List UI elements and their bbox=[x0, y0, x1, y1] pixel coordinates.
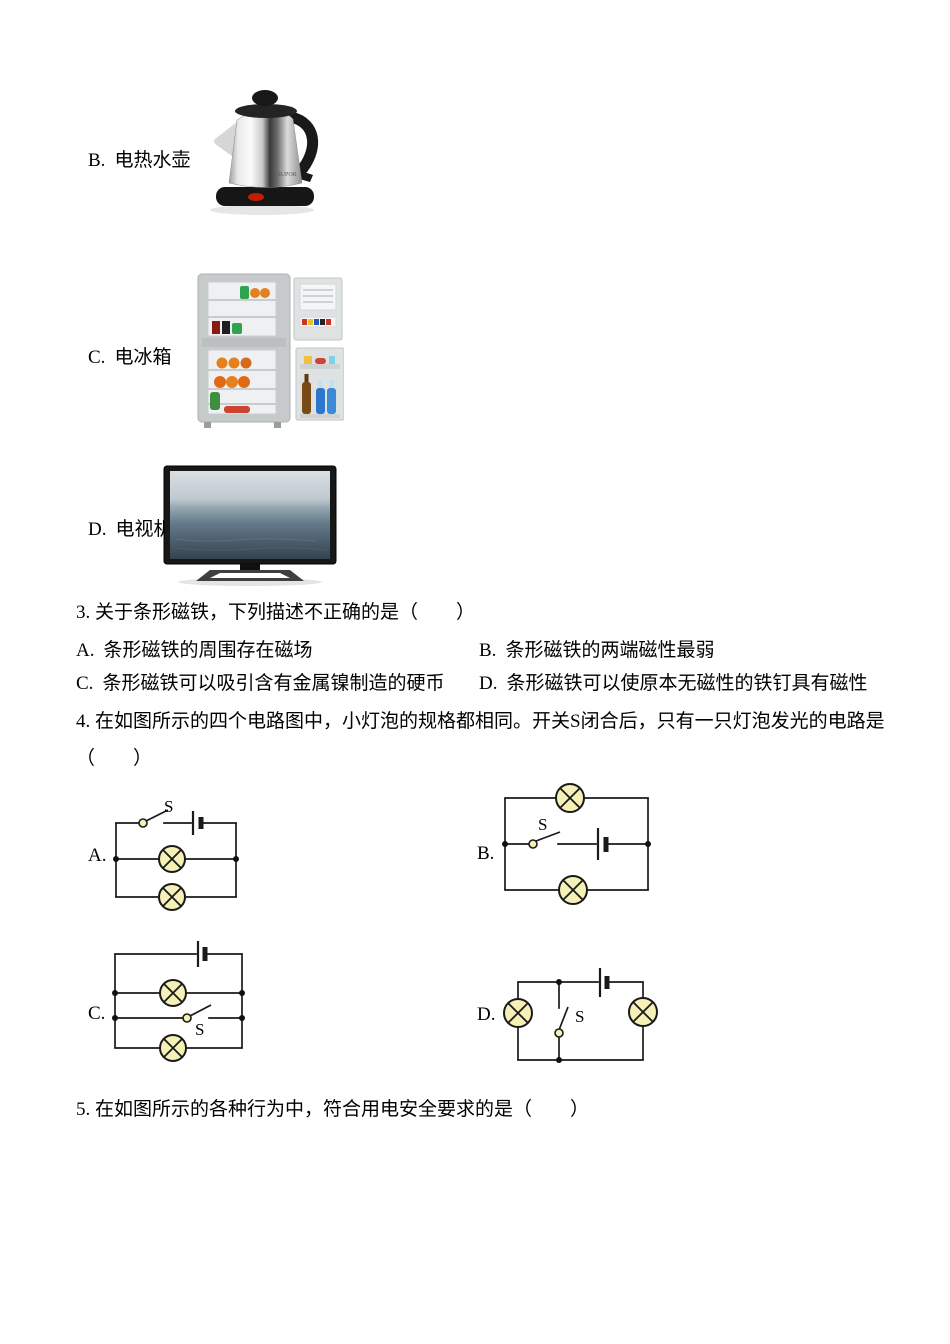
question-5-stem: 5. 在如图所示的各种行为中，符合用电安全要求的是（ ） bbox=[76, 1099, 590, 1120]
circuit-a-diagram: S bbox=[113, 797, 239, 911]
kettle-base bbox=[216, 187, 314, 206]
kettle-lid-knob bbox=[252, 90, 278, 106]
question-4-stem-line2: （ ） bbox=[76, 748, 153, 769]
q3-option-a: A.条形磁铁的周围存在磁场 bbox=[76, 640, 313, 661]
circuit-c-label: C. bbox=[88, 1003, 106, 1024]
circuit-d-diagram: S bbox=[503, 968, 658, 1063]
node-dot bbox=[112, 990, 118, 996]
circuit-b-diagram: S bbox=[502, 783, 651, 905]
lamp-icon bbox=[503, 998, 533, 1028]
node-dot bbox=[239, 1015, 245, 1021]
circuit-d-label: D. bbox=[477, 1004, 496, 1025]
question-4-stem-line1: 4. 在如图所示的四个电路图中，小灯泡的规格都相同。开关S闭合后，只有一只灯泡发… bbox=[76, 711, 885, 732]
circuit-c-diagram: S bbox=[112, 941, 245, 1062]
node-dot bbox=[239, 990, 245, 996]
option-letter: B. bbox=[88, 150, 106, 171]
q3-option-c: C.条形磁铁可以吸引含有金属镍制造的硬币 bbox=[76, 673, 445, 694]
lamp-icon bbox=[158, 883, 186, 911]
tv-screen bbox=[170, 471, 330, 559]
kettle-lid bbox=[235, 104, 297, 118]
electric-kettle-image: SUPOR bbox=[210, 90, 319, 215]
switch-icon: S bbox=[528, 815, 561, 849]
appliance-option-d: D. 电视机 bbox=[88, 519, 173, 541]
node-dot bbox=[645, 841, 651, 847]
option-letter: C. bbox=[88, 347, 106, 368]
switch-s-label: S bbox=[164, 797, 173, 816]
refrigerator-image bbox=[197, 273, 344, 428]
node-dot bbox=[233, 856, 239, 862]
television-image bbox=[163, 465, 337, 586]
lamp-icon bbox=[159, 979, 187, 1007]
switch-s-label: S bbox=[575, 1007, 584, 1026]
lamp-icon bbox=[558, 875, 588, 905]
node-dot bbox=[113, 856, 119, 862]
circuit-b-label: B. bbox=[477, 843, 495, 864]
appliance-option-b: B. 电热水壶 bbox=[88, 150, 190, 172]
appliance-name: 电冰箱 bbox=[114, 347, 172, 368]
appliance-option-c: C. 电冰箱 bbox=[88, 347, 171, 369]
circuit-a-label: A. bbox=[88, 845, 107, 866]
appliance-name: 电视机 bbox=[115, 519, 173, 540]
lamp-icon bbox=[628, 997, 658, 1027]
question-3-stem: 3. 关于条形磁铁，下列描述不正确的是（ ） bbox=[76, 602, 476, 623]
switch-s-label: S bbox=[195, 1020, 204, 1039]
tv-drawing bbox=[163, 465, 337, 586]
q3-option-d: D.条形磁铁可以使原本无磁性的铁钉具有磁性 bbox=[479, 673, 868, 694]
node-dot bbox=[556, 1057, 562, 1063]
battery-icon bbox=[598, 968, 610, 997]
option-letter: D. bbox=[88, 519, 107, 540]
lamp-icon bbox=[159, 1034, 187, 1062]
q3-option-b: B.条形磁铁的两端磁性最弱 bbox=[479, 640, 715, 661]
kettle-brand-text: SUPOR bbox=[277, 172, 296, 178]
kettle-drawing: SUPOR bbox=[210, 90, 319, 215]
kettle-spout bbox=[214, 122, 237, 159]
battery-icon bbox=[196, 941, 208, 967]
lamp-icon bbox=[555, 783, 585, 813]
switch-icon: S bbox=[554, 1006, 584, 1038]
kettle-handle bbox=[285, 111, 319, 178]
fridge-drawing bbox=[197, 273, 344, 428]
node-dot bbox=[556, 979, 562, 985]
tv-neck bbox=[240, 564, 260, 570]
kettle-power-light bbox=[248, 193, 264, 201]
lamp-icon bbox=[158, 845, 186, 873]
node-dot bbox=[502, 841, 508, 847]
switch-s-label: S bbox=[538, 815, 547, 834]
switch-icon: S bbox=[182, 1004, 212, 1039]
battery-icon bbox=[596, 828, 609, 860]
appliance-name: 电热水壶 bbox=[114, 150, 191, 171]
node-dot bbox=[112, 1015, 118, 1021]
switch-icon: S bbox=[138, 797, 173, 828]
battery-icon bbox=[191, 811, 204, 835]
